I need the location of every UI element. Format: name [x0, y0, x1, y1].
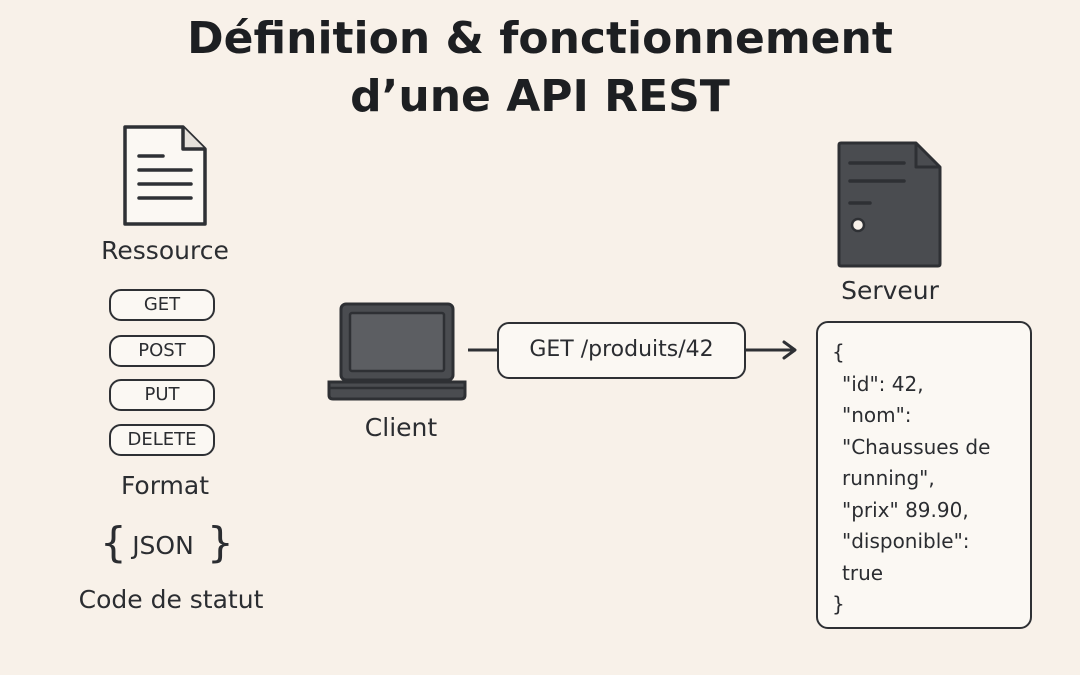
client-label: Client	[364, 413, 438, 442]
document-icon	[123, 125, 207, 226]
response-line: "id": 42,	[842, 371, 924, 396]
resource-label: Ressource	[101, 236, 229, 265]
page-title: Définition & fonctionnement d’une API RE…	[0, 10, 1080, 126]
brace-close-icon: }	[207, 518, 234, 567]
title-line-1: Définition & fonctionnement	[187, 13, 893, 64]
method-delete: DELETE	[109, 424, 215, 456]
brace-open-icon: {	[100, 518, 127, 567]
method-post: POST	[109, 335, 215, 367]
connector-line	[468, 348, 498, 352]
response-line: true	[842, 560, 884, 585]
response-line: "prix" 89.90,	[842, 497, 969, 522]
request-box: GET /produits/42	[497, 322, 746, 379]
laptop-icon	[327, 302, 467, 401]
title-line-2: d’une API REST	[350, 71, 730, 122]
response-line: }	[832, 592, 845, 616]
format-json: JSON	[132, 531, 194, 560]
method-get: GET	[109, 289, 215, 321]
format-label: Format	[120, 471, 210, 500]
response-line: "nom":	[842, 403, 912, 427]
response-line: "disponible":	[842, 529, 970, 553]
status-code-label: Code de statut	[78, 585, 264, 614]
arrow-right-icon	[746, 340, 797, 360]
server-icon	[837, 141, 942, 268]
response-line: "Chaussues de	[842, 434, 991, 459]
method-put: PUT	[109, 379, 215, 411]
response-line: running",	[842, 466, 935, 490]
response-line: {	[832, 340, 845, 364]
server-label: Serveur	[841, 276, 939, 305]
response-json-box: { "id": 42, "nom": "Chaussues de running…	[816, 321, 1032, 629]
